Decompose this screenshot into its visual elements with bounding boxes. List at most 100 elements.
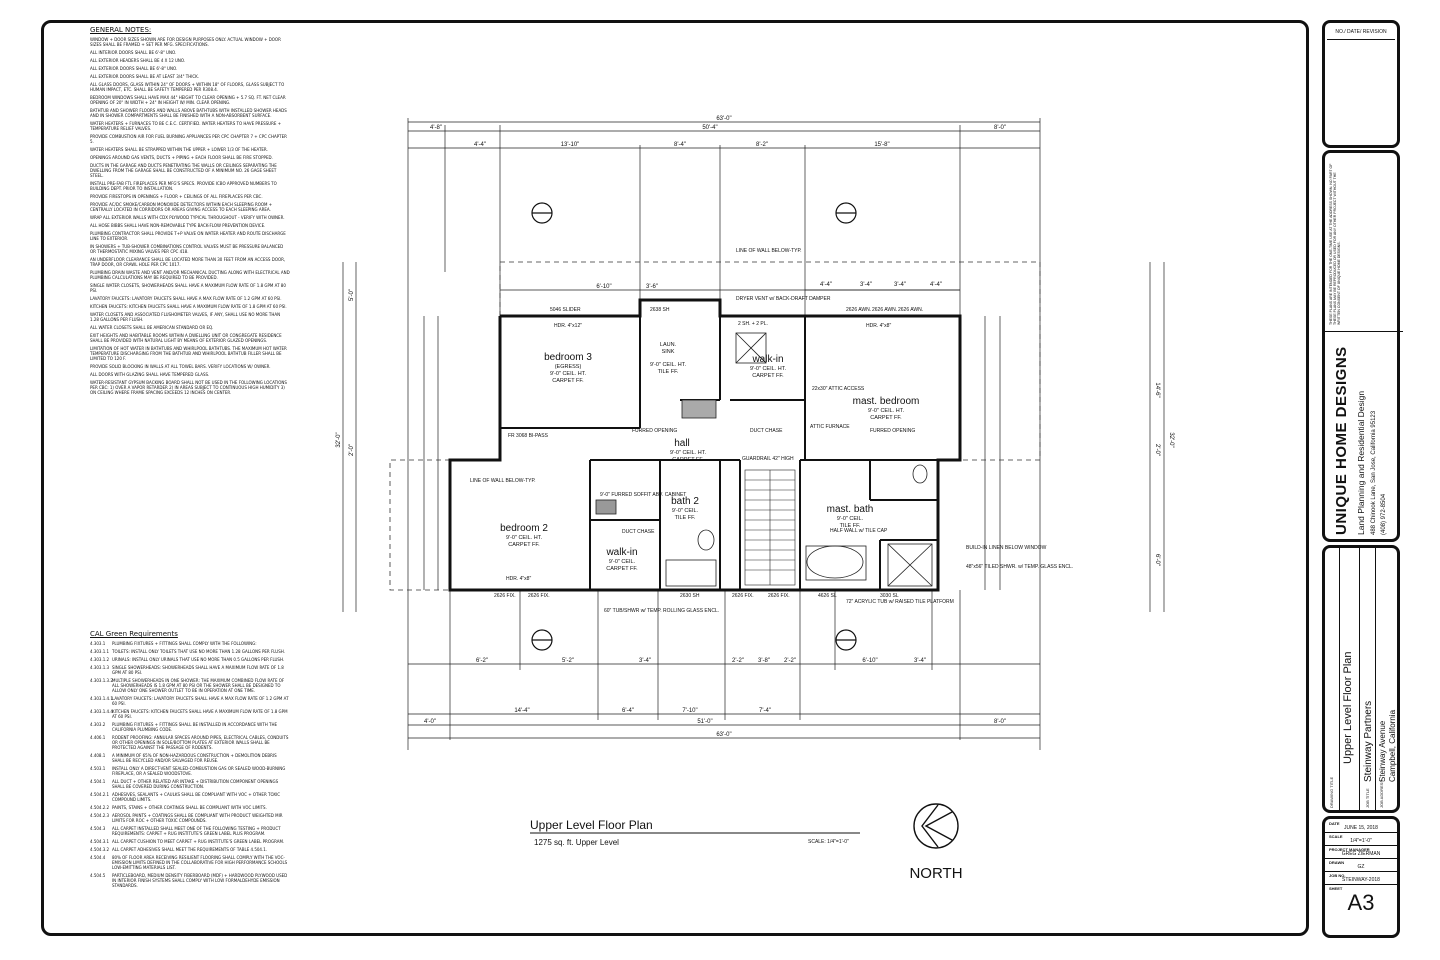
general-note-item: PROVIDE SOLID BLOCKING IN WALLS AT ALL T…	[90, 364, 271, 369]
revision-header: NO./ DATE/ REVISION	[1335, 29, 1387, 35]
general-note-item: ALL INTERIOR DOORS SHALL BE 6'-8" UNO.	[90, 50, 177, 55]
cal-green-text: PLUMBING FIXTURES + FITTINGS SHALL COMPL…	[112, 641, 257, 646]
general-note-item: ALL EXTERIOR DOORS SHALL BE 6'-8" UNO.	[90, 66, 178, 71]
drawing-frame	[41, 20, 1309, 936]
cal-green-code: 4.504.3.1	[90, 839, 110, 844]
sheet-label: SHEET	[1329, 886, 1343, 891]
general-note-item: PLUMBING DRAIN WASTE AND VENT AND/OR MEC…	[90, 270, 290, 280]
cal-green-text: MULTIPLE SHOWERHEADS IN ONE SHOWER: THE …	[112, 678, 285, 693]
scale-label: SCALE	[1329, 834, 1343, 839]
cal-green-code: 4.504.3.2	[90, 847, 110, 852]
cal-green-text: ALL CARPET ADHESIVES SHALL MEET THE REQU…	[112, 847, 268, 852]
cal-green-code: 4.503.1	[90, 766, 106, 771]
general-notes-title: GENERAL NOTES:	[90, 26, 152, 34]
cal-green-text: PAINTS, STAINS + OTHER COATINGS SHALL BE…	[112, 805, 267, 810]
general-note-item: BEDROOM WINDOWS SHALL HAVE MAX 44" HEIGH…	[90, 95, 286, 105]
cal-green-code: 4.303.1	[90, 641, 106, 646]
company-block: THESE PLANS ARE INTENDED FOR THE ONE-TIM…	[1322, 150, 1403, 542]
general-note-item: ALL EXTERIOR HEADERS SHALL BE 4 X 12 UNO…	[90, 58, 186, 63]
general-note-item: OPENINGS AROUND GAS VENTS, DUCTS + PIPIN…	[90, 155, 273, 160]
sheet-number: A3	[1347, 890, 1375, 915]
general-note-item: AN UNDERFLOOR CLEARANCE SHALL BE LOCATED…	[90, 257, 286, 267]
cal-green-code: 4.303.2	[90, 722, 106, 727]
cal-green-text: SINGLE SHOWERHEADS: SHOWERHEADS SHALL HA…	[112, 665, 284, 675]
pm-value: GREG ZIERMAN	[1341, 851, 1381, 857]
drawn-label: DRAWN	[1329, 860, 1345, 865]
cal-green-title: CAL Green Requirements	[90, 630, 178, 638]
company-tagline: Land Planning and Residential Design	[1356, 390, 1366, 535]
general-note-item: PLUMBING CONTRACTOR SHALL PROVIDE T+P VA…	[90, 231, 286, 241]
company-address: 488 Chinook Lane, San Jose, California 9…	[1371, 410, 1377, 535]
cal-green-code: 4.504.2.1	[90, 792, 110, 797]
cal-green-text: 80% OF FLOOR AREA RECEIVING RESILIENT FL…	[112, 855, 288, 870]
general-note-item: EXIT HEIGHTS AND HABITABLE ROOMS WITHIN …	[90, 333, 282, 343]
drawing-title: Upper Level Floor Plan	[1342, 651, 1354, 764]
date-value: JUNE 15, 2018	[1344, 825, 1378, 831]
cal-green-code: 4.504.5	[90, 873, 106, 878]
job-no-label: JOB NO.	[1329, 873, 1346, 878]
cal-green-item: 4.504.5 PARTICLEBOARD, MEDIUM DENSITY FIB…	[90, 873, 290, 888]
cal-green-text: PARTICLEBOARD, MEDIUM DENSITY FIBERBOARD…	[112, 873, 288, 888]
general-note-item: IN SHOWERS + TUB-SHOWER COMBINATIONS CON…	[90, 244, 284, 254]
cal-green-text: ALL CARPET INSTALLED SHALL MEET ONE OF T…	[112, 826, 281, 836]
general-note-item: PROVIDE COMBUSTION AIR FOR FUEL BURNING …	[90, 134, 287, 144]
general-note-item: BATHTUB AND SHOWER FLOORS AND WALLS ABOV…	[90, 108, 287, 118]
cal-green-item: 4.503.1 INSTALL ONLY A DIRECT-VENT SEALED…	[90, 766, 290, 776]
job-block: DRAWING TITLE Upper Level Floor Plan JOB…	[1322, 545, 1400, 813]
general-note-item: WRAP ALL EXTERIOR WALLS WITH CDX PLYWOOD…	[90, 215, 285, 220]
date-label: DATE	[1329, 821, 1340, 826]
cal-green-code: 4.504.2.3	[90, 813, 110, 818]
cal-green-code: 4.408.1	[90, 753, 106, 758]
cal-green-text: PLUMBING FIXTURES + FITTINGS SHALL BE IN…	[112, 722, 278, 732]
general-note-item: PROVIDE FIRESTOPS IN OPENINGS + FLOOR + …	[90, 194, 263, 199]
general-note-item: ALL WATER CLOSETS SHALL BE AMERICAN STAN…	[90, 325, 214, 330]
cal-green-text: ADHESIVES, SEALANTS + CAULKS SHALL BE CO…	[112, 792, 281, 802]
general-note-item: WATER HEATERS SHALL BE STRAPPED WITHIN T…	[90, 147, 268, 152]
general-notes-list: WINDOW + DOOR SIZES SHOWN ARE FOR DESIGN…	[90, 37, 290, 395]
cal-green-code: 4.303.1.4.4	[90, 709, 113, 714]
general-note-item: WINDOW + DOOR SIZES SHOWN ARE FOR DESIGN…	[90, 37, 281, 47]
cal-green-item: 4.504.3 ALL CARPET INSTALLED SHALL MEET O…	[90, 826, 290, 836]
copyright-notice: THESE PLANS ARE INTENDED FOR THE ONE-TIM…	[1329, 163, 1341, 325]
cal-green-text: ALL CARPET CUSHION TO MEET CARPET + RUG …	[112, 839, 285, 844]
cal-green-text: INSTALL ONLY A DIRECT-VENT SEALED-COMBUS…	[112, 766, 286, 776]
general-note-item: ALL DOORS WITH GLAZING SHALL HAVE TEMPER…	[90, 372, 210, 377]
company-name: UNIQUE HOME DESIGNS	[1333, 346, 1350, 535]
cal-green-text: AEROSOL PAINTS + COATINGS SHALL BE COMPL…	[112, 813, 283, 823]
general-note-item: ALL HOSE BIBBS SHALL HAVE NON-REMOVABLE …	[90, 223, 266, 228]
general-note-item: SINGLE WATER CLOSETS, SHOWERHEADS SHALL …	[90, 283, 286, 293]
cal-green-code: 4.504.2.2	[90, 805, 110, 810]
general-note-item: WATER CLOSETS AND ASSOCIATED FLUSHOMETER…	[90, 312, 281, 322]
general-note-item: WATER-RESISTANT GYPSUM BACKING BOARD SHA…	[90, 380, 287, 395]
cal-green-code: 4.303.1.4.1	[90, 696, 113, 701]
pm-label: PROJECT MANAGER	[1329, 847, 1370, 852]
cal-green-text: RODENT PROOFING: ANNULAR SPACES AROUND P…	[112, 735, 289, 750]
general-note-item: ALL EXTERIOR DOORS SHALL BE AT LEAST 3/4…	[90, 74, 200, 79]
general-notes: GENERAL NOTES: WINDOW + DOOR SIZES SHOWN…	[90, 26, 290, 398]
general-note-item: WATER HEATERS + FURNACES TO BE C.E.C. CE…	[90, 121, 282, 131]
general-note-item: DUCTS IN THE GARAGE AND DUCTS PENETRATIN…	[90, 163, 277, 178]
cal-green-code: 4.504.3	[90, 826, 106, 831]
job-address-label: JOB ADDRESS	[1379, 779, 1384, 808]
sheet-block: DATE JUNE 15, 2018 SCALE 1/4"=1'-0" PROJ…	[1322, 816, 1400, 938]
general-note-item: KITCHEN FAUCETS: KITCHEN FAUCETS SHALL H…	[90, 304, 287, 309]
cal-green-text: ALL DUCT + OTHER RELATED AIR INTAKE + DI…	[112, 779, 279, 789]
drawing-title-label: DRAWING TITLE	[1329, 776, 1334, 808]
cal-green-text: LAVATORY FAUCETS: LAVATORY FAUCETS SHALL…	[112, 696, 289, 706]
cal-green-code: 4.303.1.3	[90, 665, 110, 670]
cal-green-item: 4.303.2 PLUMBING FIXTURES + FITTINGS SHAL…	[90, 722, 290, 732]
cal-green-item: 4.303.1 PLUMBING FIXTURES + FITTINGS SHAL…	[90, 641, 290, 646]
